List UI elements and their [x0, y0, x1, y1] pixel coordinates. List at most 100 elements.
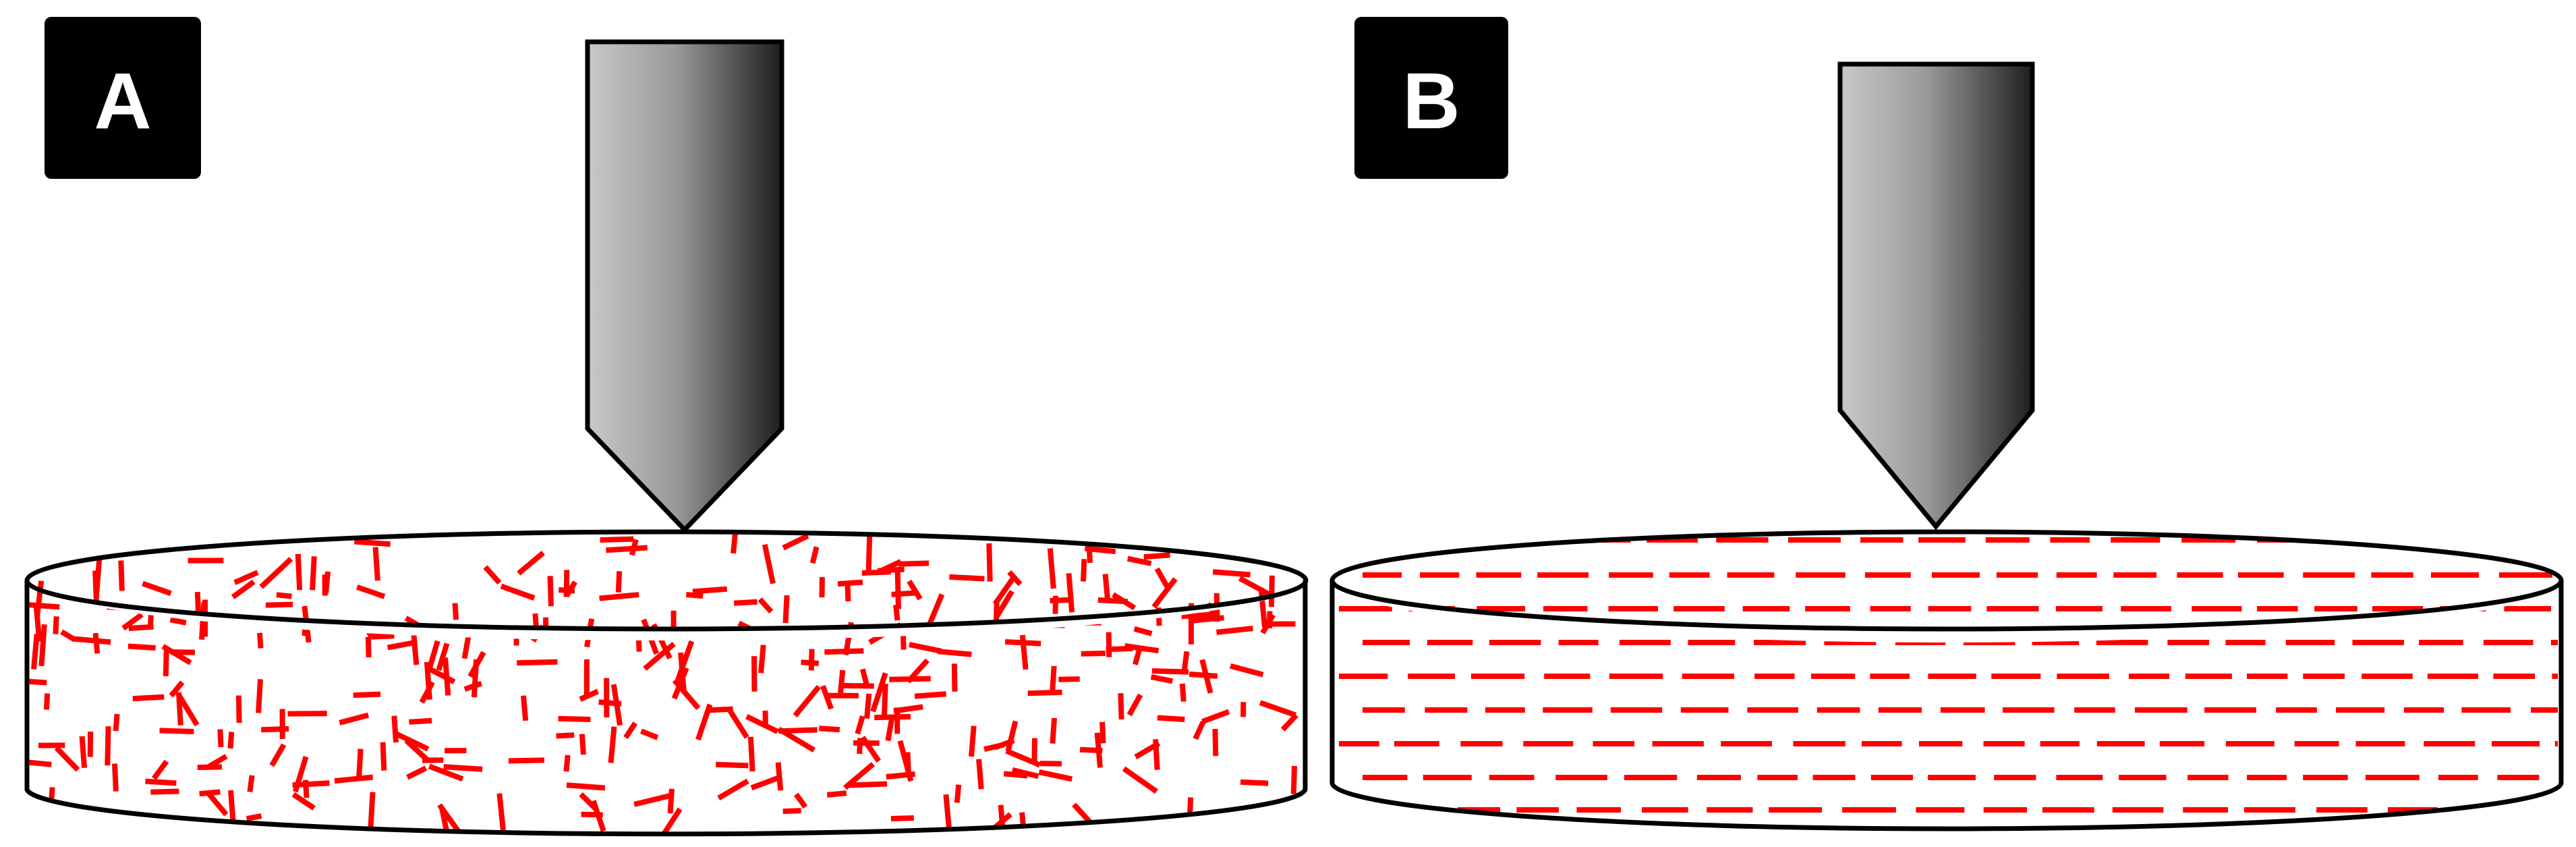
- fiber-a: [1259, 700, 1297, 718]
- fiber-a: [233, 570, 259, 585]
- fiber-a: [1050, 665, 1057, 692]
- disk-a-top-surface: [24, 529, 1309, 632]
- fiber-a: [747, 736, 755, 772]
- fiber-a: [1019, 812, 1027, 832]
- fiber-a: [1019, 634, 1029, 670]
- fiber-a: [404, 738, 430, 763]
- fiber-a: [599, 592, 639, 601]
- fiber-a: [334, 774, 374, 784]
- fiber-a: [151, 759, 169, 780]
- fiber-a: [54, 746, 80, 772]
- fiber-a: [849, 781, 888, 788]
- fiber-a: [762, 543, 776, 584]
- fiber-a: [426, 640, 440, 672]
- fiber-a: [937, 649, 972, 657]
- fiber-a: [855, 715, 865, 735]
- fiber-a: [1133, 649, 1142, 665]
- fiber-a: [128, 624, 154, 631]
- fiber-a: [1280, 713, 1298, 732]
- fiber-a: [951, 663, 958, 692]
- fiber-a: [1154, 567, 1170, 589]
- fiber-a: [661, 807, 683, 834]
- fiber-a: [864, 693, 872, 719]
- fiber-a: [826, 790, 847, 798]
- fiber-a: [60, 629, 77, 643]
- fiber-a: [857, 738, 863, 755]
- fiber-a: [745, 714, 779, 734]
- fiber-a: [87, 731, 94, 757]
- fiber-a: [27, 758, 52, 767]
- fiber-a: [1151, 577, 1178, 609]
- fiber-a: [579, 688, 600, 702]
- panel-b: B: [1329, 17, 2564, 831]
- fiber-a: [1050, 597, 1074, 604]
- fiber-a: [566, 782, 606, 791]
- panel-label-a-box: [45, 17, 201, 179]
- fiber-a: [380, 742, 387, 771]
- fiber-a: [406, 765, 428, 780]
- fiber-a: [943, 794, 952, 828]
- fiber-a: [1181, 611, 1215, 620]
- fiber-a: [1007, 570, 1023, 586]
- indenter-a: [585, 39, 784, 534]
- fiber-a: [31, 634, 40, 670]
- fiber-a: [750, 774, 782, 791]
- panel-label-b-box: [1354, 17, 1508, 179]
- fiber-a: [986, 543, 993, 582]
- fiber-a: [954, 784, 962, 803]
- fiber-a: [993, 589, 1014, 620]
- fiber-a: [793, 792, 808, 809]
- fiber-a: [1005, 748, 1041, 768]
- fiber-a: [820, 684, 834, 710]
- fiber-a: [808, 649, 815, 671]
- fiber-a: [675, 640, 695, 682]
- fiber-a: [731, 532, 739, 554]
- fiber-a: [751, 656, 757, 692]
- fiber-a: [726, 706, 749, 739]
- fiber-a: [356, 748, 364, 780]
- fiber-a: [1126, 693, 1143, 717]
- fiber-a: [1126, 555, 1152, 566]
- fiber-a: [339, 712, 370, 726]
- fiber-a: [598, 699, 622, 707]
- fiber-a: [1102, 574, 1111, 601]
- fiber-a: [897, 740, 914, 782]
- fiber-a: [782, 595, 790, 624]
- fiber-a: [38, 624, 47, 667]
- fiber-a: [145, 778, 177, 786]
- fiber-a: [74, 636, 111, 645]
- panel-label-b-text: B: [1402, 57, 1460, 146]
- fiber-a: [1151, 668, 1189, 675]
- fiber-a: [881, 684, 888, 717]
- fiber-a: [927, 593, 945, 626]
- fiber-a: [1005, 720, 1019, 752]
- fiber-a: [1199, 659, 1213, 694]
- fiber-a: [914, 691, 946, 699]
- fiber-a: [228, 790, 236, 823]
- fiber-a: [175, 692, 200, 727]
- fiber-a: [517, 659, 558, 666]
- fiber-a: [295, 553, 303, 591]
- sample-disk-b: [1329, 529, 2564, 831]
- fiber-a: [992, 577, 1015, 606]
- fiber-a: [907, 579, 923, 601]
- fiber-a: [633, 792, 674, 807]
- fiber-a: [608, 726, 617, 763]
- fiber-a: [27, 678, 47, 686]
- fiber-a: [837, 579, 863, 587]
- fiber-a: [1050, 717, 1058, 744]
- fiber-a: [217, 729, 224, 748]
- fiber-a: [428, 763, 464, 782]
- fiber-a: [556, 732, 575, 739]
- fiber-a: [517, 551, 545, 576]
- fiber-a: [685, 592, 704, 599]
- fiber-a: [998, 804, 1006, 834]
- fiber-a: [206, 792, 229, 817]
- fiber-a: [1201, 709, 1230, 725]
- fiber-a: [112, 763, 119, 792]
- fiber-a: [521, 695, 529, 721]
- fiber-a: [269, 743, 287, 767]
- fiber-a: [256, 679, 263, 713]
- fiber-a: [427, 666, 456, 684]
- fiber-a: [132, 694, 165, 702]
